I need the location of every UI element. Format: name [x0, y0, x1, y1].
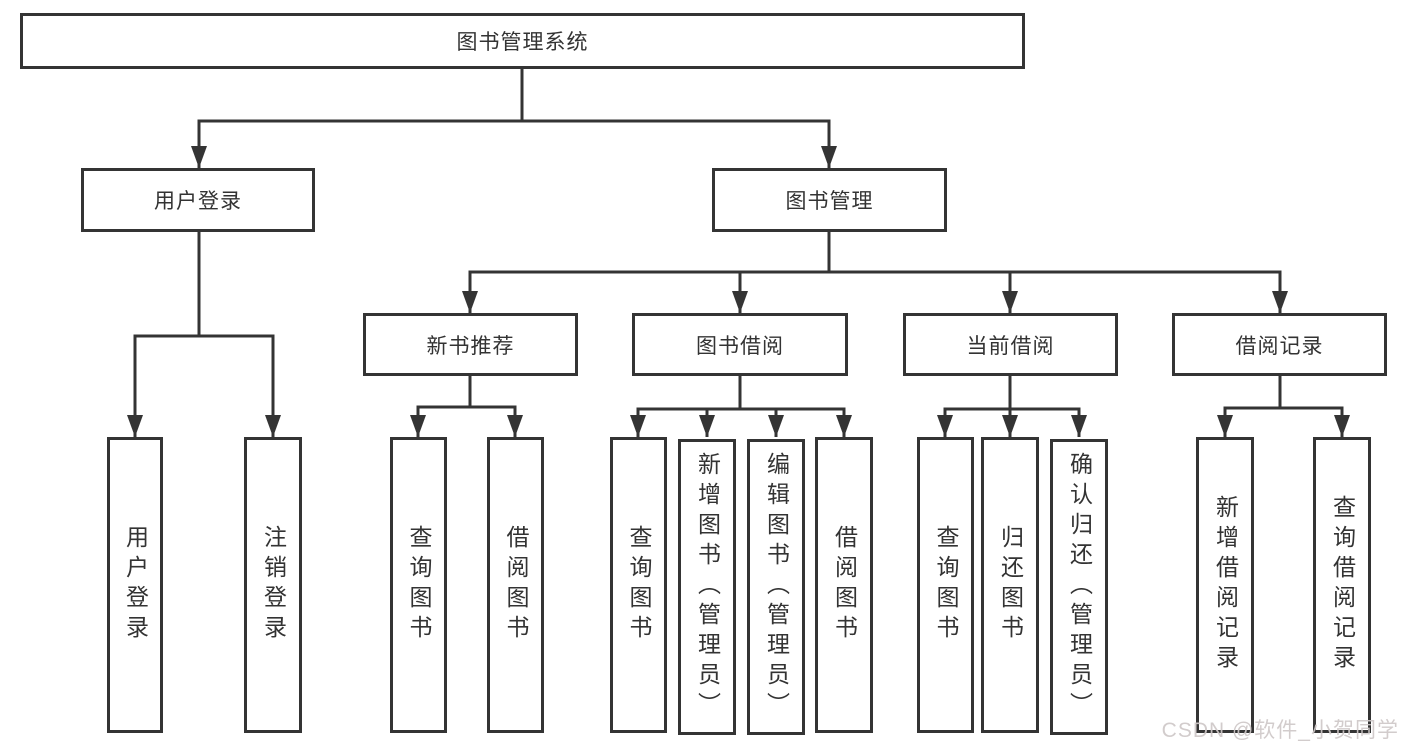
- node-login: 用户登录: [107, 437, 163, 733]
- node-borrow-add-books-admin: 新增图书（管理员）: [678, 439, 736, 735]
- node-logout: 注销登录: [244, 437, 302, 733]
- connector-segment: [943, 372, 1081, 411]
- node-book-borrow: 图书借阅: [632, 313, 848, 376]
- connector-segment: [468, 228, 1282, 274]
- node-current-confirm-return-admin: 确认归还（管理员）: [1050, 439, 1108, 735]
- connector-segment: [197, 66, 831, 123]
- node-recommend-query-books: 查询图书: [390, 437, 447, 733]
- connector-user-login: [127, 228, 281, 437]
- connector-borrow-records: [1217, 372, 1350, 437]
- connector-segment: [416, 372, 517, 409]
- node-user-login: 用户登录: [81, 168, 315, 232]
- node-records-add-record: 新增借阅记录: [1196, 437, 1254, 733]
- node-book-management: 图书管理: [712, 168, 947, 232]
- node-new-book-recommend: 新书推荐: [363, 313, 578, 376]
- node-borrow-edit-books-admin: 编辑图书（管理员）: [747, 439, 805, 735]
- node-borrow-query-books: 查询图书: [610, 437, 667, 733]
- connector-segment: [636, 372, 846, 411]
- node-current-return-books: 归还图书: [981, 437, 1039, 733]
- connector-book-borrow: [630, 372, 852, 437]
- connector-root: [191, 66, 837, 168]
- connector-new-book-recommend: [410, 372, 523, 437]
- connector-current-borrow: [937, 372, 1087, 437]
- node-recommend-borrow-books: 借阅图书: [487, 437, 544, 733]
- node-borrow-borrow-books: 借阅图书: [815, 437, 873, 733]
- node-records-query-record: 查询借阅记录: [1313, 437, 1371, 733]
- node-current-query-books: 查询图书: [917, 437, 974, 733]
- connector-book-management: [462, 228, 1288, 313]
- connector-segment: [1223, 372, 1344, 410]
- node-borrow-records: 借阅记录: [1172, 313, 1387, 376]
- watermark-text: CSDN @软件_小贺同学: [1161, 719, 1399, 742]
- connector-segment: [133, 228, 275, 338]
- node-current-borrow: 当前借阅: [903, 313, 1118, 376]
- node-library-system: 图书管理系统: [20, 13, 1025, 69]
